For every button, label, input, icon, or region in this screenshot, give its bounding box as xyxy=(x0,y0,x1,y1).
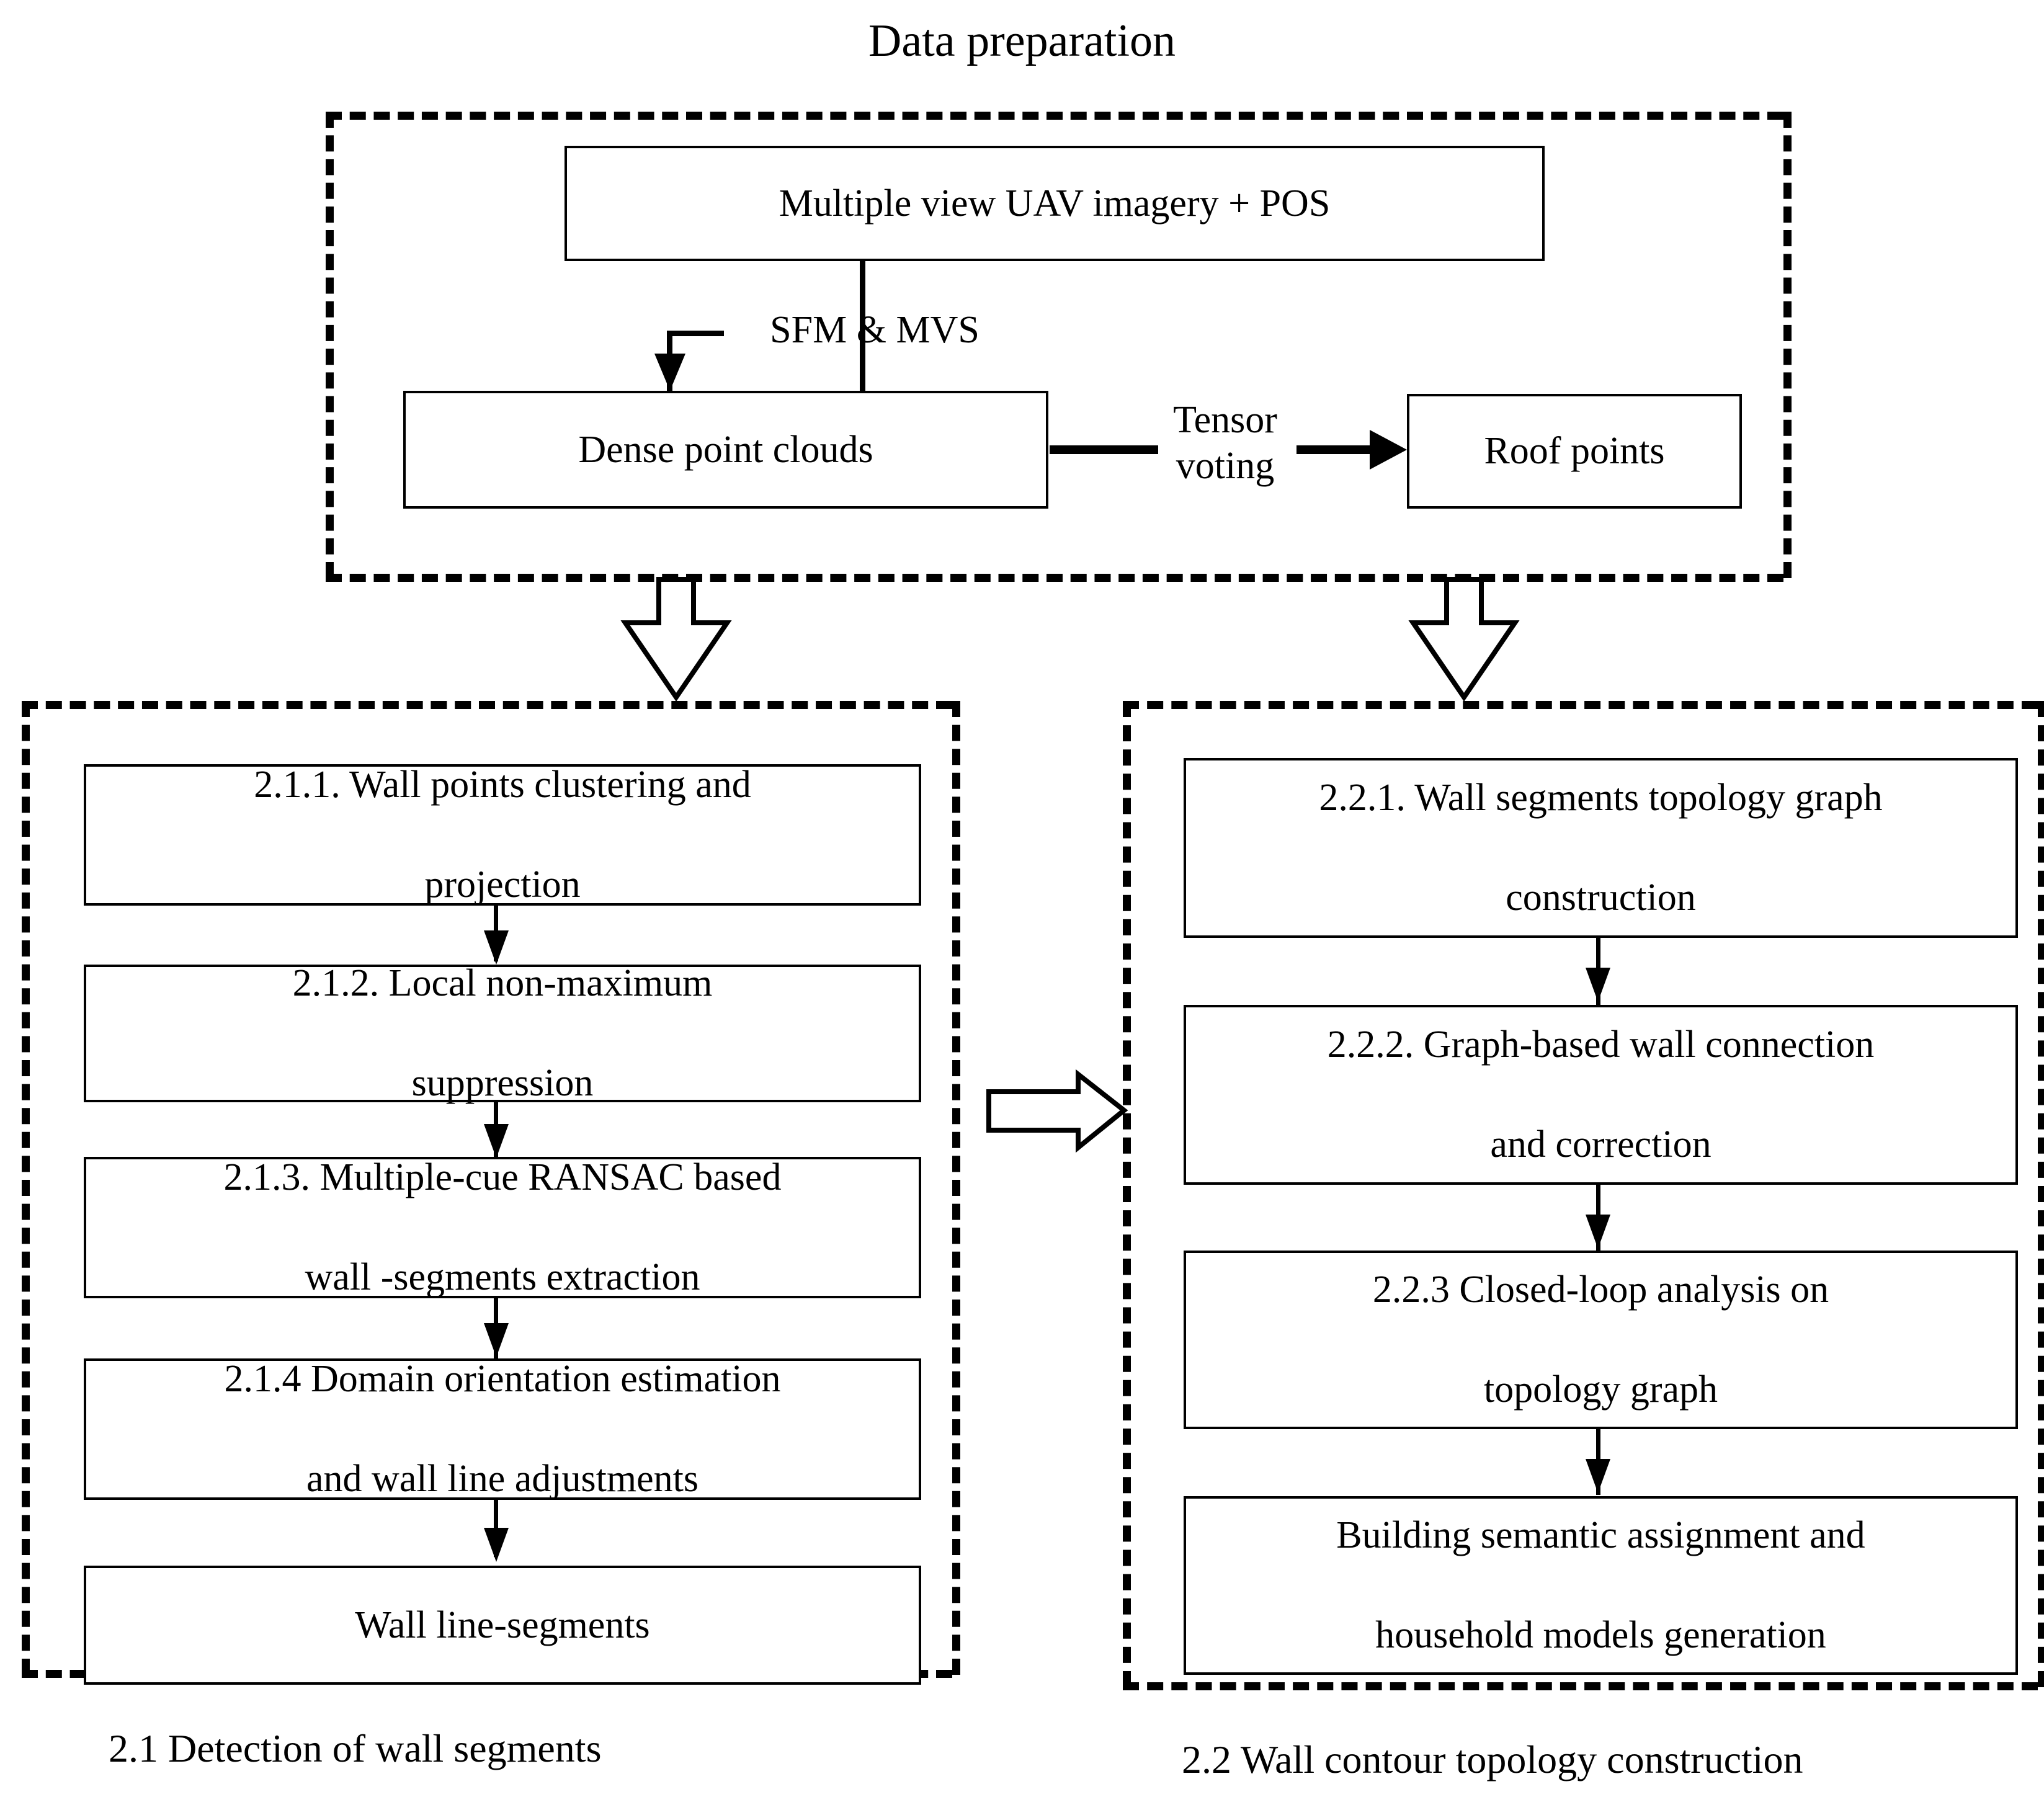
box-label: 2.1.4 Domain orientation estimation and … xyxy=(224,1358,781,1500)
box-dense-point-clouds[interactable]: Dense point clouds xyxy=(403,391,1048,509)
box-label: 2.2.2. Graph-based wall connection and c… xyxy=(1327,1023,1875,1166)
group-2-2-border-bottom xyxy=(1123,1682,2038,1690)
box-label: 2.1.1. Wall points clustering and projec… xyxy=(254,764,751,906)
arrow-2-2-1-to-2-2-2 xyxy=(1586,968,1610,1002)
box-2-2-1[interactable]: 2.2.1. Wall segments topology graph cons… xyxy=(1184,758,2018,938)
group-border-bottom xyxy=(326,574,1783,582)
arrow-2-1-3-to-2-1-4 xyxy=(484,1323,509,1357)
box-multiple-view-uav-imagery[interactable]: Multiple view UAV imagery + POS xyxy=(565,146,1545,261)
caption-section-2-1: 2.1 Detection of wall segments xyxy=(109,1726,602,1770)
box-2-1-4[interactable]: 2.1.4 Domain orientation estimation and … xyxy=(84,1358,921,1500)
arrow-2-2-3-to-building-semantic xyxy=(1586,1459,1610,1493)
box-label: Dense point clouds xyxy=(578,428,873,471)
box-label: 2.2.3 Closed-loop analysis on topology g… xyxy=(1372,1269,1829,1411)
block-arrow-down-left xyxy=(620,577,732,701)
group-2-2-border-top xyxy=(1123,701,2038,709)
group-2-1-border-right xyxy=(952,701,960,1675)
arrow-tensor-voting xyxy=(1370,430,1407,470)
box-wall-line-segments[interactable]: Wall line-segments xyxy=(84,1566,921,1685)
group-2-1-border-top xyxy=(22,701,952,709)
box-label: 2.2.1. Wall segments topology graph cons… xyxy=(1319,777,1883,919)
connector-sfm-horizontal-left xyxy=(667,331,724,336)
block-arrow-right-between-sections xyxy=(986,1061,1129,1160)
box-2-2-2[interactable]: 2.2.2. Graph-based wall connection and c… xyxy=(1184,1005,2018,1185)
page-title: Data preparation xyxy=(868,16,1176,66)
group-2-2-border-left xyxy=(1123,701,1131,1687)
connector-tensor-voting-line xyxy=(1050,445,1158,454)
box-building-semantic-assignment[interactable]: Building semantic assignment and househo… xyxy=(1184,1496,2018,1675)
connector-sfm-vertical-right xyxy=(860,261,865,405)
box-label: Wall line-segments xyxy=(355,1603,650,1646)
box-2-2-3[interactable]: 2.2.3 Closed-loop analysis on topology g… xyxy=(1184,1251,2018,1429)
group-border-right xyxy=(1783,112,1792,578)
block-arrow-down-right xyxy=(1408,577,1520,701)
edge-label-sfm-mvs: SFM & MVS xyxy=(770,309,980,351)
caption-section-2-2: 2.2 Wall contour topology construction xyxy=(1182,1737,1803,1781)
box-2-1-2[interactable]: 2.1.2. Local non-maximum suppression xyxy=(84,962,921,1104)
arrow-2-1-2-to-2-1-3 xyxy=(484,1124,509,1158)
group-border-left xyxy=(326,112,334,578)
box-label: Building semantic assignment and househo… xyxy=(1336,1514,1865,1657)
group-2-1-border-left xyxy=(22,701,30,1675)
box-2-1-3[interactable]: 2.1.3. Multiple-cue RANSAC based wall -s… xyxy=(84,1156,921,1298)
box-label: 2.1.3. Multiple-cue RANSAC based wall -s… xyxy=(223,1156,782,1299)
box-roof-points[interactable]: Roof points xyxy=(1407,394,1742,509)
box-label: Multiple view UAV imagery + POS xyxy=(779,182,1331,225)
connector-tensor-voting-line2 xyxy=(1296,445,1377,454)
arrow-2-1-1-to-2-1-2 xyxy=(484,930,509,965)
box-label: Roof points xyxy=(1484,430,1665,473)
group-2-2-border-right xyxy=(2038,701,2044,1687)
arrow-2-1-4-to-wall-line-segments xyxy=(484,1528,509,1562)
box-2-1-1[interactable]: 2.1.1. Wall points clustering and projec… xyxy=(84,764,921,906)
box-label: 2.1.2. Local non-maximum suppression xyxy=(292,962,713,1105)
group-border-top xyxy=(326,112,1783,120)
edge-label-tensor-voting: Tensor voting xyxy=(1173,399,1277,488)
arrow-sfm-into-dense-points xyxy=(654,354,685,391)
arrow-2-2-2-to-2-2-3 xyxy=(1586,1215,1610,1249)
